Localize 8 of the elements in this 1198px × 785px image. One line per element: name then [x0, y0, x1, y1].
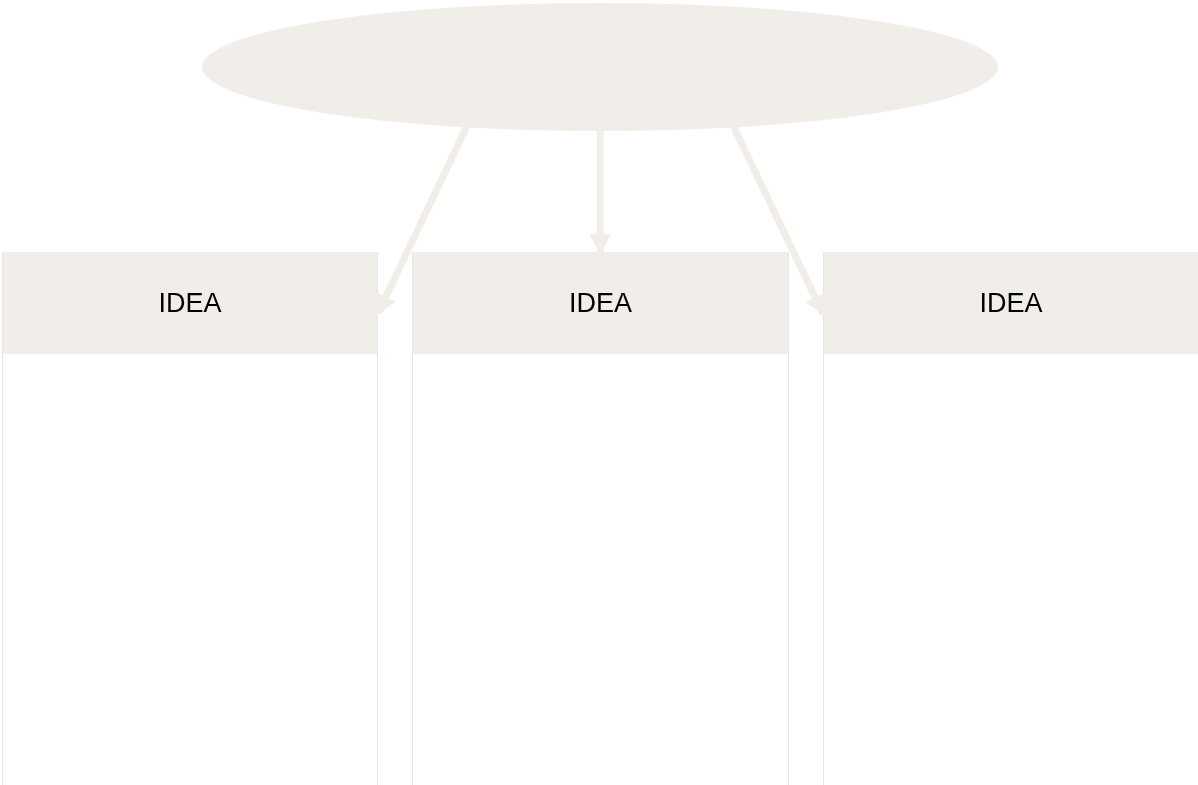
column-header: IDEA: [413, 252, 788, 354]
arrow: [374, 125, 470, 316]
column-header: IDEA: [3, 252, 377, 354]
column-panel: [2, 252, 378, 785]
column-panel: [412, 252, 789, 785]
column-panel: [823, 252, 1198, 785]
arrow: [730, 125, 827, 316]
column-header: IDEA: [824, 252, 1198, 354]
